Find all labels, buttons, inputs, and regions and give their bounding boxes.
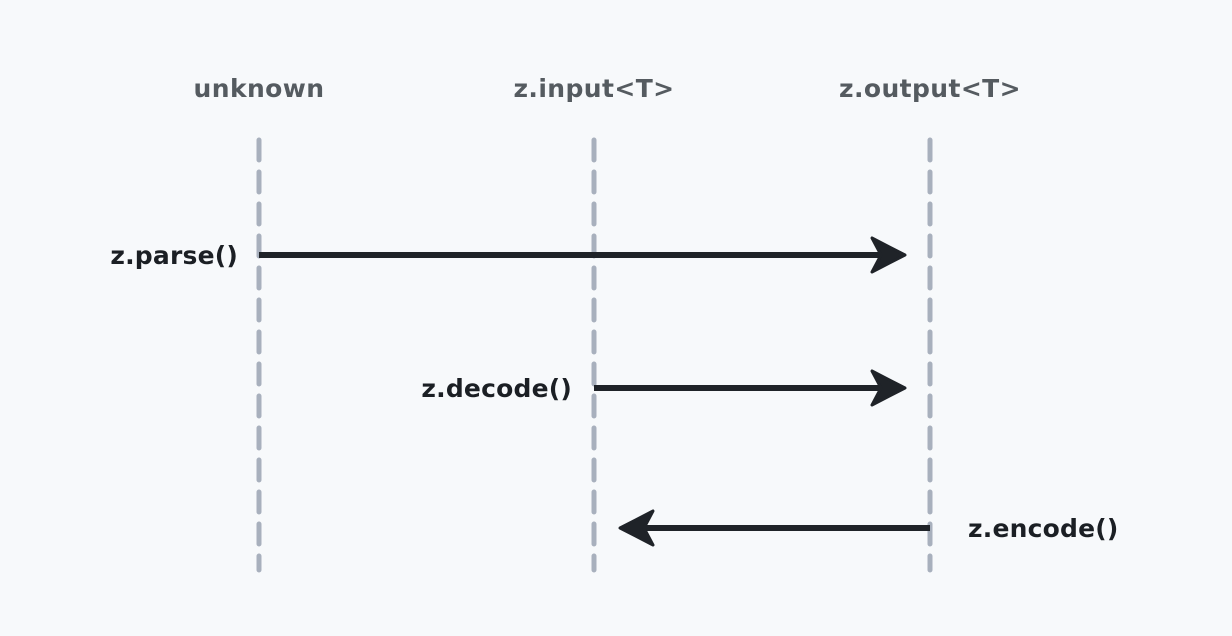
message-label-parse: z.parse() [110, 241, 238, 270]
message-parse[interactable]: z.parse() [110, 236, 907, 274]
participant-label-z-output: z.output<T> [839, 74, 1021, 103]
message-label-decode: z.decode() [421, 374, 572, 403]
arrowhead-right-decode [870, 369, 907, 407]
message-label-encode: z.encode() [968, 514, 1119, 543]
message-encode[interactable]: z.encode() [618, 509, 1119, 547]
arrowhead-left-encode [618, 509, 655, 547]
arrowhead-right-parse [870, 236, 907, 274]
message-decode[interactable]: z.decode() [421, 369, 907, 407]
participant-label-z-input: z.input<T> [513, 74, 674, 103]
participant-label-unknown: unknown [194, 74, 325, 103]
